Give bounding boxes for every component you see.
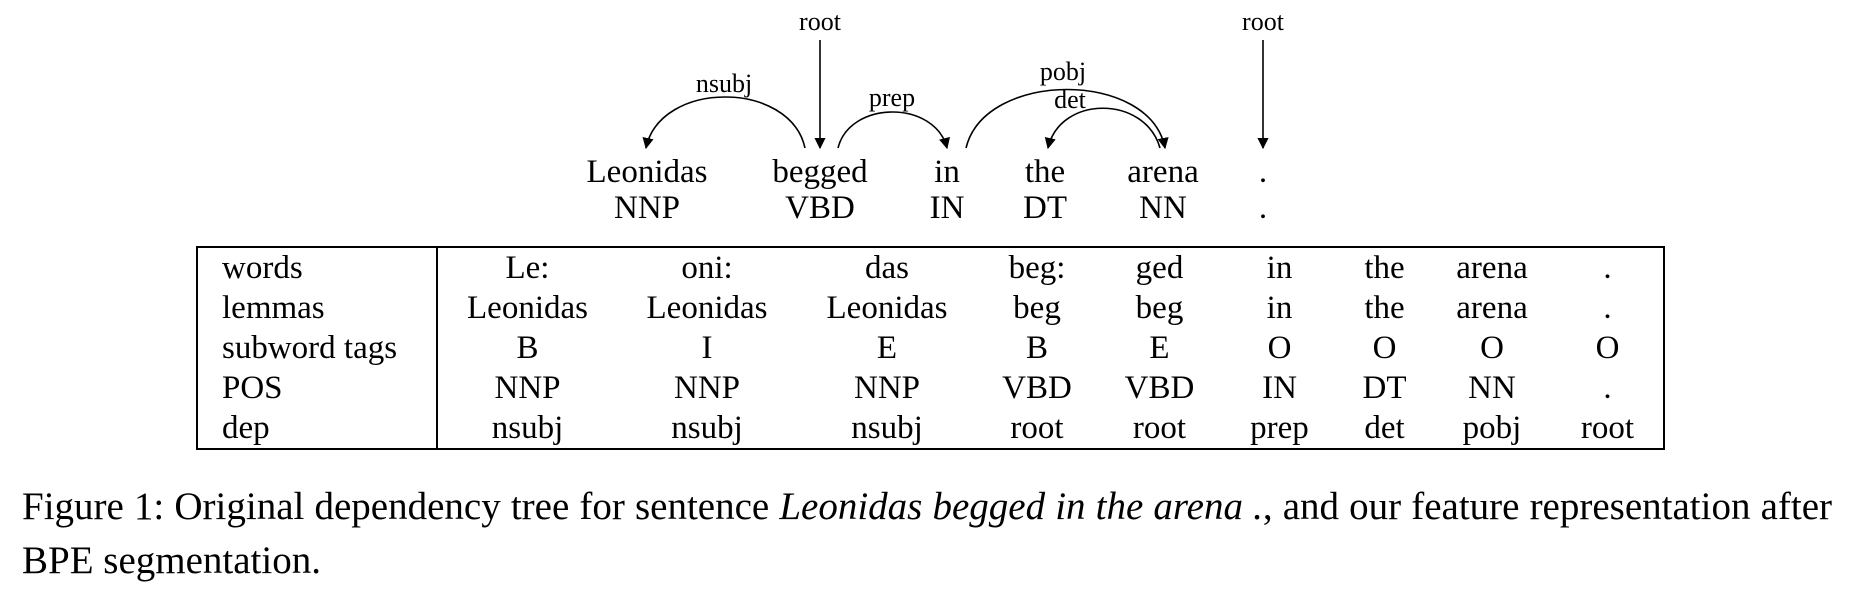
table-row-pos: POS NNP NNP NNP VBD VBD IN DT NN . [197, 368, 1664, 408]
arc-nsubj [642, 96, 806, 150]
table-cell: . [1603, 249, 1612, 286]
table-cell: nsubj [671, 409, 743, 446]
sentence-tag: VBD [785, 190, 855, 226]
arc-det [1044, 107, 1161, 150]
sentence-word: the [1025, 154, 1065, 190]
row-label: dep [197, 408, 438, 449]
sentence-tag: . [1259, 190, 1267, 226]
table-cell: B [1025, 329, 1048, 366]
table-cell: prep [1250, 409, 1309, 446]
table-cell: O [1372, 329, 1397, 366]
caption-prefix: Figure 1: Original dependency tree for s… [22, 485, 780, 528]
table-cell: O [1267, 329, 1292, 366]
root-label-2: root [1242, 7, 1285, 36]
arc-label-prep: prep [869, 83, 915, 112]
table-cell: I [701, 329, 713, 366]
row-label: lemmas [197, 288, 438, 328]
table-cell: nsubj [491, 409, 564, 446]
table-cell: DT [1362, 369, 1407, 406]
table-row-words: words Le: oni: das beg: ged in the arena… [197, 247, 1664, 288]
table-cell: das [865, 249, 909, 286]
table-cell: root [1580, 409, 1635, 446]
arc-prep [837, 111, 950, 150]
table-cell: in [1266, 249, 1293, 286]
table-cell: beg: [1008, 249, 1066, 286]
feature-table: words Le: oni: das beg: ged in the arena… [196, 246, 1665, 450]
arc-label-nsubj: nsubj [696, 69, 752, 98]
sentence-word: arena [1127, 154, 1199, 190]
table-row-dep: dep nsubj nsubj nsubj root root prep det… [197, 408, 1664, 449]
table-cell: root [1132, 409, 1187, 446]
table-cell: NNP [673, 369, 741, 406]
table-cell: E [876, 329, 898, 366]
sentence-word: Leonidas [587, 154, 708, 190]
caption-suffix: , and our feature representation after B… [22, 485, 1833, 582]
sentence-tag: NN [1139, 190, 1187, 226]
table-cell: O [1480, 329, 1504, 366]
arc-label-det: det [1054, 85, 1087, 114]
table-cell: . [1603, 289, 1612, 326]
table-row-subword-tags: subword tags B I E B E O O O O [197, 328, 1664, 368]
table-cell: the [1364, 249, 1405, 286]
table-cell: NNP [853, 369, 921, 406]
table-cell: VBD [1002, 369, 1072, 406]
figure-caption: Figure 1: Original dependency tree for s… [22, 480, 1832, 588]
root-label-1: root [799, 7, 842, 36]
sentence-tag: IN [930, 190, 965, 226]
table-cell: NN [1468, 369, 1516, 406]
caption-sentence: Leonidas begged in the arena . [779, 485, 1263, 528]
table-cell: root [1010, 409, 1064, 446]
arc-pobj [965, 88, 1169, 150]
table-row-lemmas: lemmas Leonidas Leonidas Leonidas beg be… [197, 288, 1664, 328]
table-cell: beg [1135, 289, 1184, 326]
table-cell: the [1364, 289, 1405, 326]
sentence-tag: NNP [614, 190, 680, 226]
row-label: subword tags [197, 328, 438, 368]
table-cell: arena [1456, 249, 1528, 286]
table-cell: IN [1262, 369, 1297, 406]
table-cell: arena [1456, 289, 1528, 326]
table-cell: oni: [681, 249, 733, 286]
table-cell: in [1266, 289, 1293, 326]
table-cell: nsubj [851, 409, 923, 446]
sentence-word: begged [772, 154, 868, 190]
table-cell: . [1603, 369, 1612, 406]
sentence-word: . [1259, 154, 1267, 190]
table-cell: Le: [505, 249, 550, 286]
dependency-tree: root root nsubj prep pobj det Leonidas b… [587, 7, 1285, 226]
table-cell: VBD [1124, 369, 1195, 406]
sentence-word: in [934, 154, 960, 190]
arc-label-pobj: pobj [1040, 57, 1086, 86]
table-cell: Leonidas [467, 289, 588, 326]
row-label: POS [197, 368, 438, 408]
row-label: words [197, 247, 438, 288]
table-cell: O [1595, 329, 1620, 366]
table-cell: NNP [494, 369, 561, 406]
sentence-tag: DT [1023, 190, 1067, 226]
table-cell: E [1149, 329, 1170, 366]
table-cell: det [1364, 409, 1405, 446]
table-cell: Leonidas [826, 289, 948, 326]
table-cell: Leonidas [646, 289, 768, 326]
table-cell: ged [1135, 249, 1184, 286]
table-cell: B [516, 329, 539, 366]
table-cell: beg [1013, 289, 1061, 326]
table-cell: pobj [1462, 409, 1522, 446]
